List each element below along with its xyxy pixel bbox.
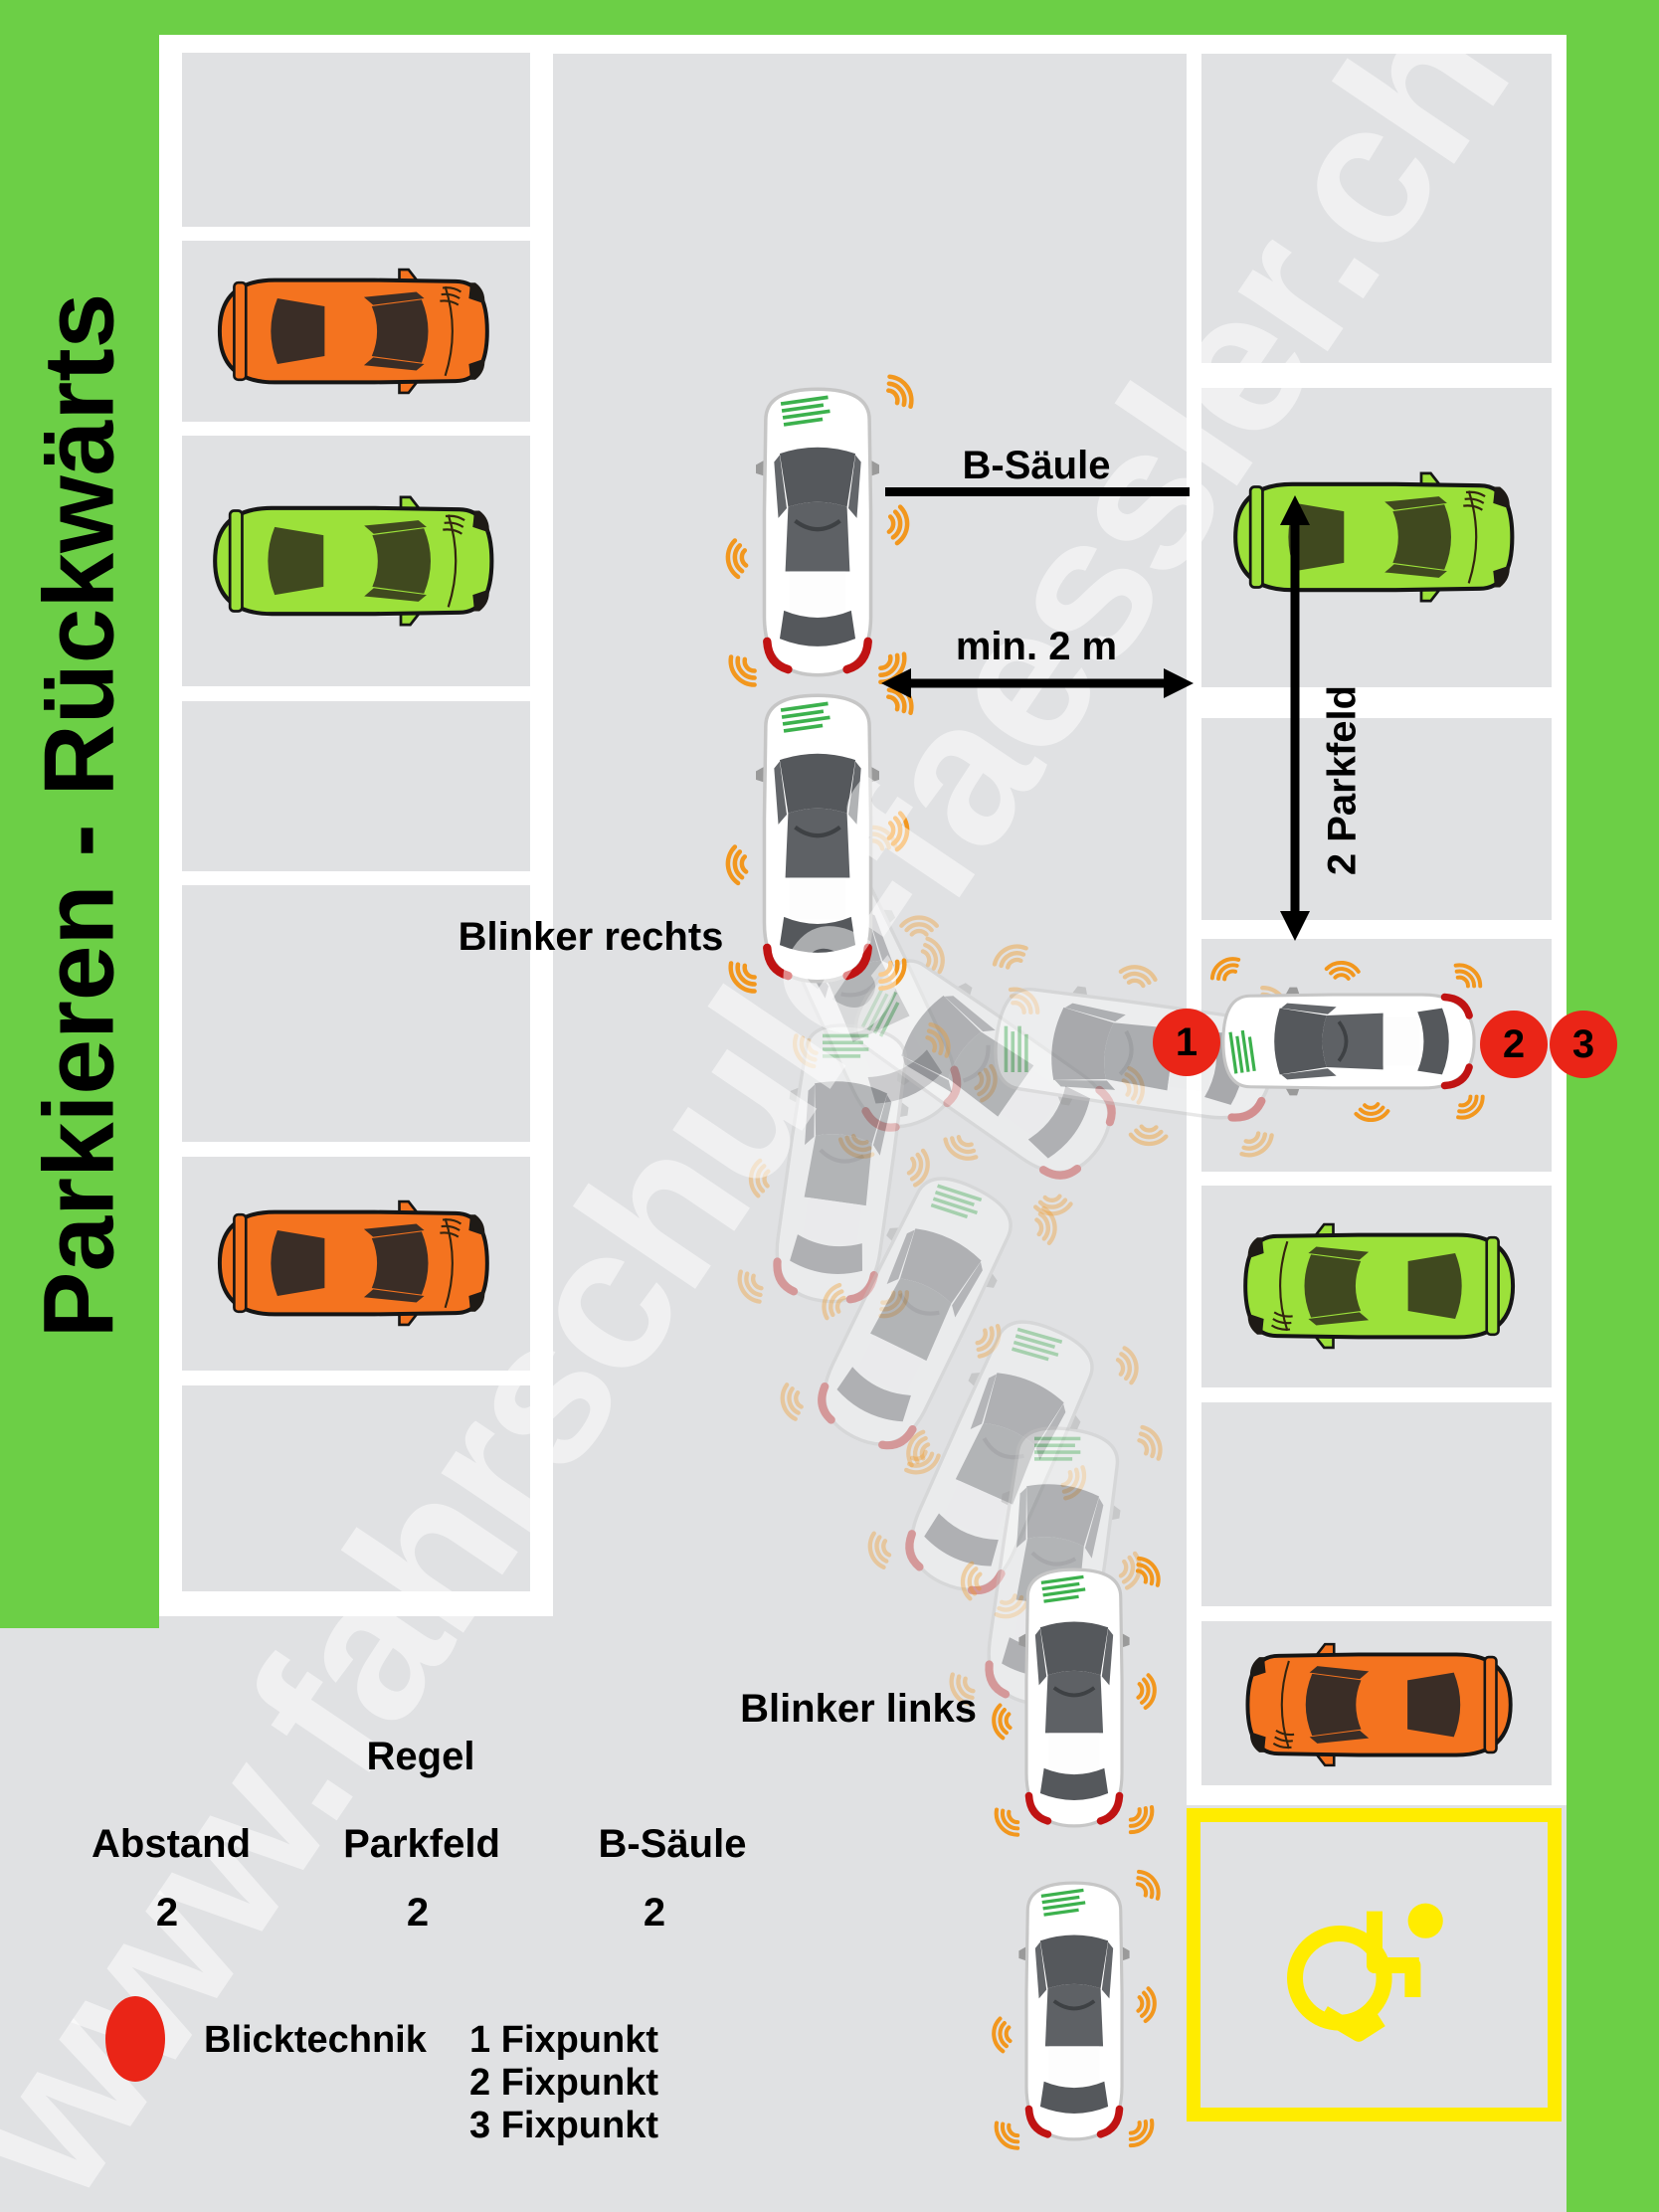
fixpunkt-marker-3: 3 xyxy=(1550,1011,1617,1078)
b-saeule-line xyxy=(885,487,1190,496)
wheelchair-icon xyxy=(1286,1903,1443,2042)
blinker-links-label: Blinker links xyxy=(740,1687,977,1731)
ego-car-reverse-lane-1 xyxy=(992,1556,1161,1837)
legend-col-parkfeld-value: 2 xyxy=(406,1891,430,1935)
b-saeule-label: B-Säule xyxy=(962,444,1111,487)
min-2m-arrow xyxy=(881,668,1194,698)
top-green-band xyxy=(0,0,1659,35)
parking-space-left-5 xyxy=(182,885,530,1142)
parking-space-left-1 xyxy=(182,53,530,227)
fixpunkt-marker-1: 1 xyxy=(1153,1009,1220,1076)
legend-col-parkfeld-label: Parkfeld xyxy=(343,1822,500,1866)
right-green-bar xyxy=(1567,0,1659,2212)
regel-title: Regel xyxy=(366,1735,475,1778)
parked-car-green-left xyxy=(207,486,505,636)
legend-col-abstand-label: Abstand xyxy=(92,1822,251,1866)
parking-space-right-1 xyxy=(1201,54,1552,363)
ego-car-stop-position xyxy=(725,680,914,994)
fixpunkt-item-1: 1 Fixpunkt xyxy=(469,2019,659,2061)
page-title: Parkieren - Rückwärts xyxy=(23,292,135,1339)
parked-car-orange-right xyxy=(1235,1634,1519,1775)
parking-space-right-6 xyxy=(1201,1402,1552,1606)
legend-col-abstand-value: 2 xyxy=(155,1891,179,1935)
two-parkfeld-label: 2 Parkfeld xyxy=(1320,684,1365,876)
legend-col-bsaeule-label: B-Säule xyxy=(598,1822,747,1866)
blinker-rechts-label: Blinker rechts xyxy=(458,915,724,959)
parking-space-right-3 xyxy=(1201,718,1552,920)
legend-col-bsaeule-value: 2 xyxy=(643,1891,666,1935)
handicap-parking-space xyxy=(1187,1808,1562,2121)
blicktechnik-dot-icon xyxy=(105,1996,165,2082)
ego-car-parked xyxy=(1209,957,1485,1122)
ego-car-start xyxy=(725,374,914,687)
blicktechnik-label: Blicktechnik xyxy=(204,2019,427,2061)
fixpunkt-item-2: 2 Fixpunkt xyxy=(469,2062,659,2104)
parked-car-orange-left-top xyxy=(212,261,500,402)
left-green-bar xyxy=(0,0,159,1628)
two-parkfeld-arrow xyxy=(1280,495,1310,941)
ego-car-ghost-turn-2 xyxy=(823,915,1147,1216)
ego-car-ghost-down-1 xyxy=(737,1007,951,1322)
fixpunkt-item-3: 3 Fixpunkt xyxy=(469,2105,659,2146)
min-2m-label: min. 2 m xyxy=(955,625,1118,668)
ego-car-reverse-lane-2 xyxy=(992,1869,1161,2150)
ego-car-ghost-down-3 xyxy=(867,1292,1139,1621)
parking-space-left-7 xyxy=(182,1385,530,1591)
fixpunkt-marker-2: 2 xyxy=(1480,1011,1548,1078)
parked-car-orange-left-low xyxy=(212,1193,500,1334)
parked-car-green-right-low xyxy=(1232,1214,1521,1359)
parking-space-left-4 xyxy=(182,701,530,871)
ego-car-ghost-down-2 xyxy=(780,1148,1057,1477)
